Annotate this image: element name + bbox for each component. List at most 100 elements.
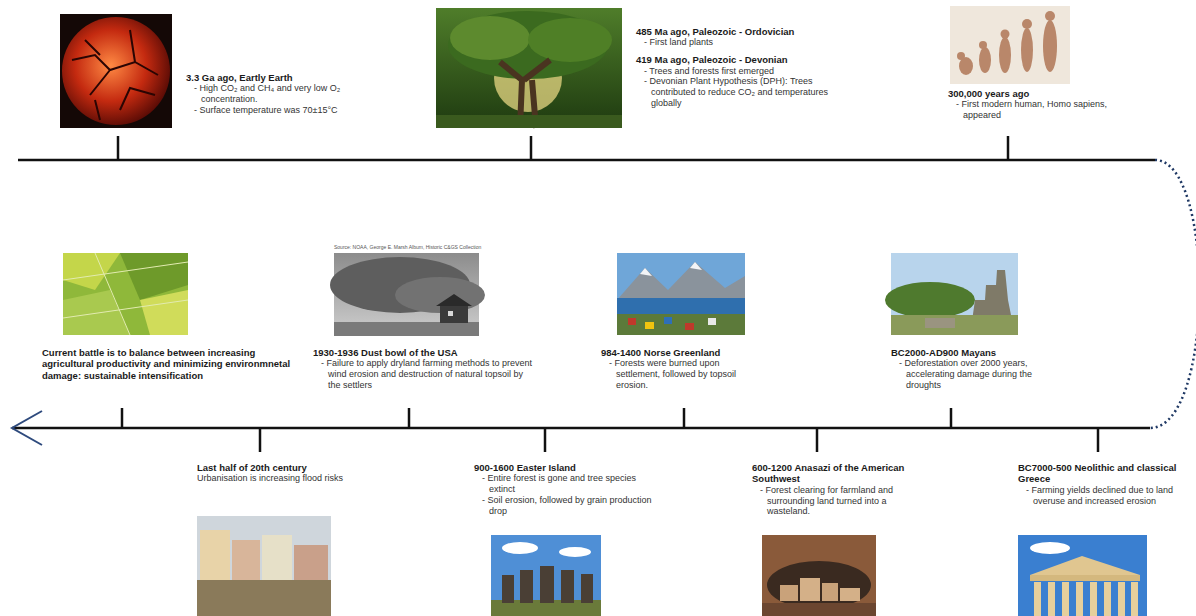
mayan-ruins-picture (925, 318, 955, 328)
event-description: Urbanisation is increasing flood risks (197, 473, 347, 484)
parthenon-picture (1018, 535, 1147, 616)
easter-island-picture (561, 570, 574, 603)
parthenon-picture (1034, 582, 1041, 616)
timeline-tick (950, 408, 953, 428)
parthenon-picture (1118, 582, 1125, 616)
event-description: - Forest clearing for farmland and surro… (752, 485, 917, 517)
timeline-tick (121, 408, 124, 428)
timeline-tick (118, 136, 1098, 452)
event-heading: BC7000-500 Neolithic and classical Greec… (1018, 462, 1190, 485)
event-heading: 984-1400 Norse Greenland (601, 347, 751, 358)
forest-picture (436, 8, 622, 128)
cliff-dwelling-picture (762, 535, 876, 616)
timeline-event: 300,000 years ago- First modern human, H… (948, 88, 1108, 121)
evolution-picture (957, 11, 1057, 75)
parthenon-picture (1018, 535, 1147, 616)
cliff-dwelling-picture (762, 535, 876, 616)
greenland-picture (645, 322, 654, 329)
timeline-axis (1150, 160, 1196, 428)
evolution-picture (999, 37, 1011, 73)
fields-picture (140, 290, 188, 335)
early-earth-picture (60, 14, 172, 128)
event-description: - Forests were burned upon settlement, f… (601, 358, 751, 390)
event-description: - Farming yields declined due to land ov… (1018, 485, 1190, 507)
event-heading: Current battle is to balance between inc… (42, 347, 304, 381)
mayan-ruins-picture (885, 253, 1018, 335)
easter-island-picture (502, 566, 593, 603)
easter-island-picture (502, 575, 514, 603)
parthenon-picture (1076, 582, 1083, 616)
timeline-tick (1097, 428, 1100, 452)
timeline-tick (117, 136, 120, 160)
timeline-axis (12, 160, 1196, 445)
timeline-axis (12, 427, 1150, 430)
early-earth-picture (62, 17, 170, 125)
event-heading: Last half of 20th century (197, 462, 347, 473)
event-heading: 600-1200 Anasazi of the American Southwe… (752, 462, 917, 485)
parthenon-picture (1131, 582, 1138, 616)
parthenon-picture (1030, 556, 1140, 575)
fields-picture (63, 253, 120, 290)
parthenon-picture (1034, 582, 1138, 616)
greenland-picture (664, 317, 672, 324)
parthenon-picture (1030, 542, 1070, 554)
flood-picture (232, 540, 260, 585)
greenland-picture (708, 318, 716, 325)
easter-island-picture (491, 535, 601, 616)
parthenon-picture (1030, 575, 1140, 581)
evolution-picture (979, 41, 987, 49)
greenland-picture (685, 323, 694, 330)
forest-picture (450, 16, 530, 60)
timeline-event: 3.3 Ga ago, Eartly Earth- High CO₂ and C… (186, 72, 371, 116)
event-description: - High CO₂ and CH₄ and very low O₂ conce… (186, 83, 371, 105)
evolution-picture (1022, 19, 1032, 29)
photo-credit: Source: NOAA, George E. Marsh Album, His… (334, 244, 481, 250)
flood-picture (197, 580, 331, 616)
parthenon-picture (1048, 582, 1055, 616)
early-earth-picture (60, 14, 172, 128)
evolution-picture (950, 6, 1070, 84)
event-description: - Surface temperature was 70±15°C (186, 105, 371, 116)
mayan-ruins-picture (885, 282, 975, 318)
forest-picture (528, 18, 612, 62)
event-description: - Entire forest is gone and tree species… (474, 473, 654, 495)
parthenon-picture (1090, 582, 1097, 616)
event-description: - Failure to apply dryland farming metho… (313, 358, 533, 390)
fields-picture (63, 253, 188, 335)
timeline-event: 984-1400 Norse Greenland- Forests were b… (601, 347, 751, 391)
cliff-dwelling-picture (800, 578, 820, 601)
timeline-tick (408, 408, 411, 428)
greenland-picture (617, 298, 745, 316)
timeline-axis (18, 159, 1155, 162)
event-heading: 419 Ma ago, Paleozoic - Devonian (636, 54, 851, 65)
greenland-picture (617, 253, 745, 335)
timeline-tick (683, 408, 686, 428)
forest-picture (436, 8, 622, 128)
event-heading: 300,000 years ago (948, 88, 1108, 99)
timeline-axis (12, 411, 42, 445)
parthenon-picture (1062, 582, 1069, 616)
cliff-dwelling-picture (780, 585, 798, 601)
event-heading: 485 Ma ago, Paleozoic - Ordovician (636, 26, 851, 37)
evolution-picture (979, 47, 991, 73)
timeline-tick (530, 136, 533, 160)
easter-island-picture (491, 535, 601, 616)
timeline-tick (544, 428, 547, 452)
easter-island-picture (559, 547, 591, 557)
greenland-picture (617, 262, 745, 300)
greenland-picture (628, 318, 636, 325)
cliff-dwelling-picture (767, 561, 871, 609)
evolution-picture (1045, 11, 1055, 21)
cliff-dwelling-picture (822, 583, 838, 601)
early-earth-picture (72, 30, 158, 120)
dust-bowl-picture (334, 322, 479, 336)
greenland-picture (617, 253, 745, 335)
flood-picture (197, 516, 331, 616)
event-heading: 1930-1936 Dust bowl of the USA (313, 347, 533, 358)
timeline-event: BC7000-500 Neolithic and classical Greec… (1018, 462, 1190, 506)
timeline-tick (259, 428, 262, 452)
greenland-picture (617, 314, 745, 335)
easter-island-picture (520, 570, 533, 603)
evolution-picture (957, 52, 965, 60)
